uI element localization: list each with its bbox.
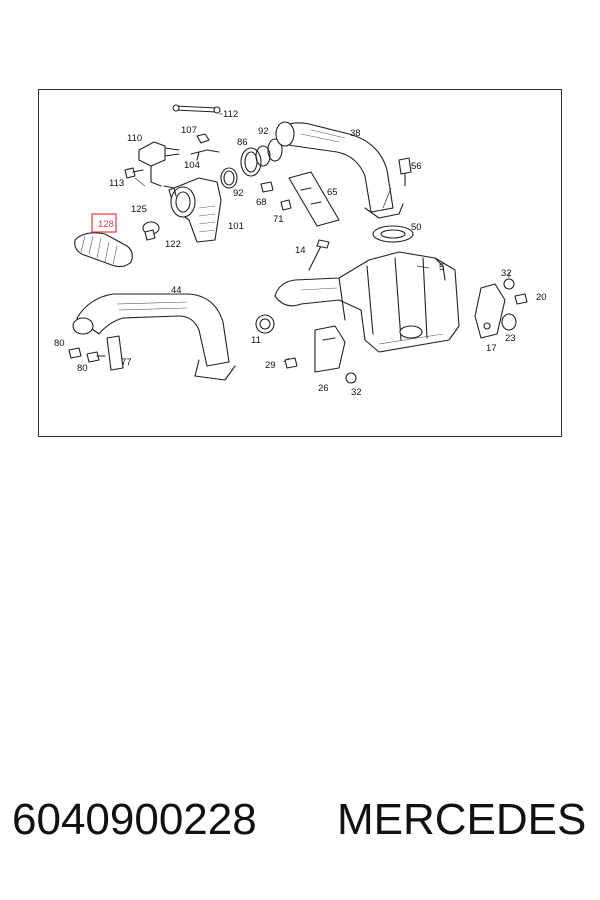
callout-68: 68: [256, 197, 267, 208]
part-122-bolt: [144, 229, 156, 241]
part-113-bolt: [124, 167, 144, 179]
part-92-ring-lower: [220, 167, 238, 189]
part-26-bracket: [314, 325, 346, 373]
callout-125: 125: [131, 204, 147, 215]
callout-77: 77: [121, 357, 132, 368]
part-101-throttle-housing: [163, 177, 222, 243]
part-32-nut-upper: [503, 278, 515, 290]
callout-101: 101: [228, 221, 244, 232]
part-86-seal: [240, 145, 271, 177]
brand-name: MERCEDES: [337, 795, 587, 844]
part-92-ring-upper: [267, 138, 283, 162]
callout-17: 17: [486, 343, 497, 354]
callout-32-lower: 32: [351, 387, 362, 398]
part-110-actuator: [138, 141, 180, 187]
callout-104: 104: [184, 160, 200, 171]
callout-38: 38: [350, 128, 361, 139]
callout-112: 112: [223, 109, 238, 120]
callout-107: 107: [181, 125, 197, 136]
part-107-cap: [196, 133, 210, 144]
callout-92-upper: 92: [258, 126, 269, 137]
callout-26: 26: [318, 383, 329, 394]
callout-92-lower: 92: [233, 188, 244, 199]
part-17-bracket: [474, 283, 506, 339]
callout-20: 20: [536, 292, 547, 303]
part-23-spacer: [501, 313, 517, 331]
callout-50: 50: [411, 222, 422, 233]
callout-14: 14: [295, 245, 306, 256]
callout-5: 5: [439, 262, 444, 273]
callout-80-lower: 80: [77, 363, 88, 374]
leader-lines: [134, 113, 510, 363]
part-44-lower-pipe: [72, 293, 236, 381]
callout-86: 86: [237, 137, 248, 148]
part-80-bolt-lower: [86, 351, 106, 363]
callout-122: 122: [165, 239, 181, 250]
part-65-bracket: [288, 171, 340, 227]
part-104-clip: [190, 149, 220, 161]
part-20-bolt: [514, 293, 528, 305]
part-56-sensor: [398, 157, 412, 187]
callout-113: 113: [109, 178, 124, 189]
callout-11: 11: [251, 335, 261, 346]
part-number: 6040900228: [12, 795, 257, 844]
part-50-gasket: [372, 225, 414, 243]
part-14-bolt: [308, 239, 330, 271]
callout-71: 71: [273, 214, 284, 225]
part-5-intake-manifold: [274, 251, 460, 353]
exploded-parts-diagram: 112 107 110 86 92 38 104 56 113 65 92 68…: [54, 104, 547, 398]
part-112-link: [172, 104, 221, 114]
product-footer: 6040900228 MERCEDES: [0, 795, 600, 865]
part-128-hose: [74, 232, 133, 268]
callout-56: 56: [411, 161, 422, 172]
callout-128: 128: [98, 219, 114, 230]
callout-23: 23: [505, 333, 516, 344]
part-77-bracket: [106, 335, 124, 371]
callout-65: 65: [327, 187, 338, 198]
part-11-ring: [255, 314, 275, 334]
callout-29: 29: [265, 360, 276, 371]
highlight-box-128: [91, 213, 117, 233]
part-68-bolt: [260, 181, 274, 193]
part-80-bolt-upper: [68, 347, 82, 359]
part-29-bolt: [284, 357, 298, 369]
part-38-intake-pipe: [275, 121, 404, 219]
part-71-bolt: [280, 199, 292, 211]
callout-110: 110: [127, 133, 142, 144]
callout-80-upper: 80: [54, 338, 65, 349]
callout-labels: 112 107 110 86 92 38 104 56 113 65 92 68…: [54, 109, 547, 398]
callout-44: 44: [171, 285, 182, 296]
part-32-nut-lower: [345, 372, 357, 384]
diagram-frame: 112 107 110 86 92 38 104 56 113 65 92 68…: [38, 89, 562, 437]
callout-32-upper: 32: [501, 268, 512, 279]
